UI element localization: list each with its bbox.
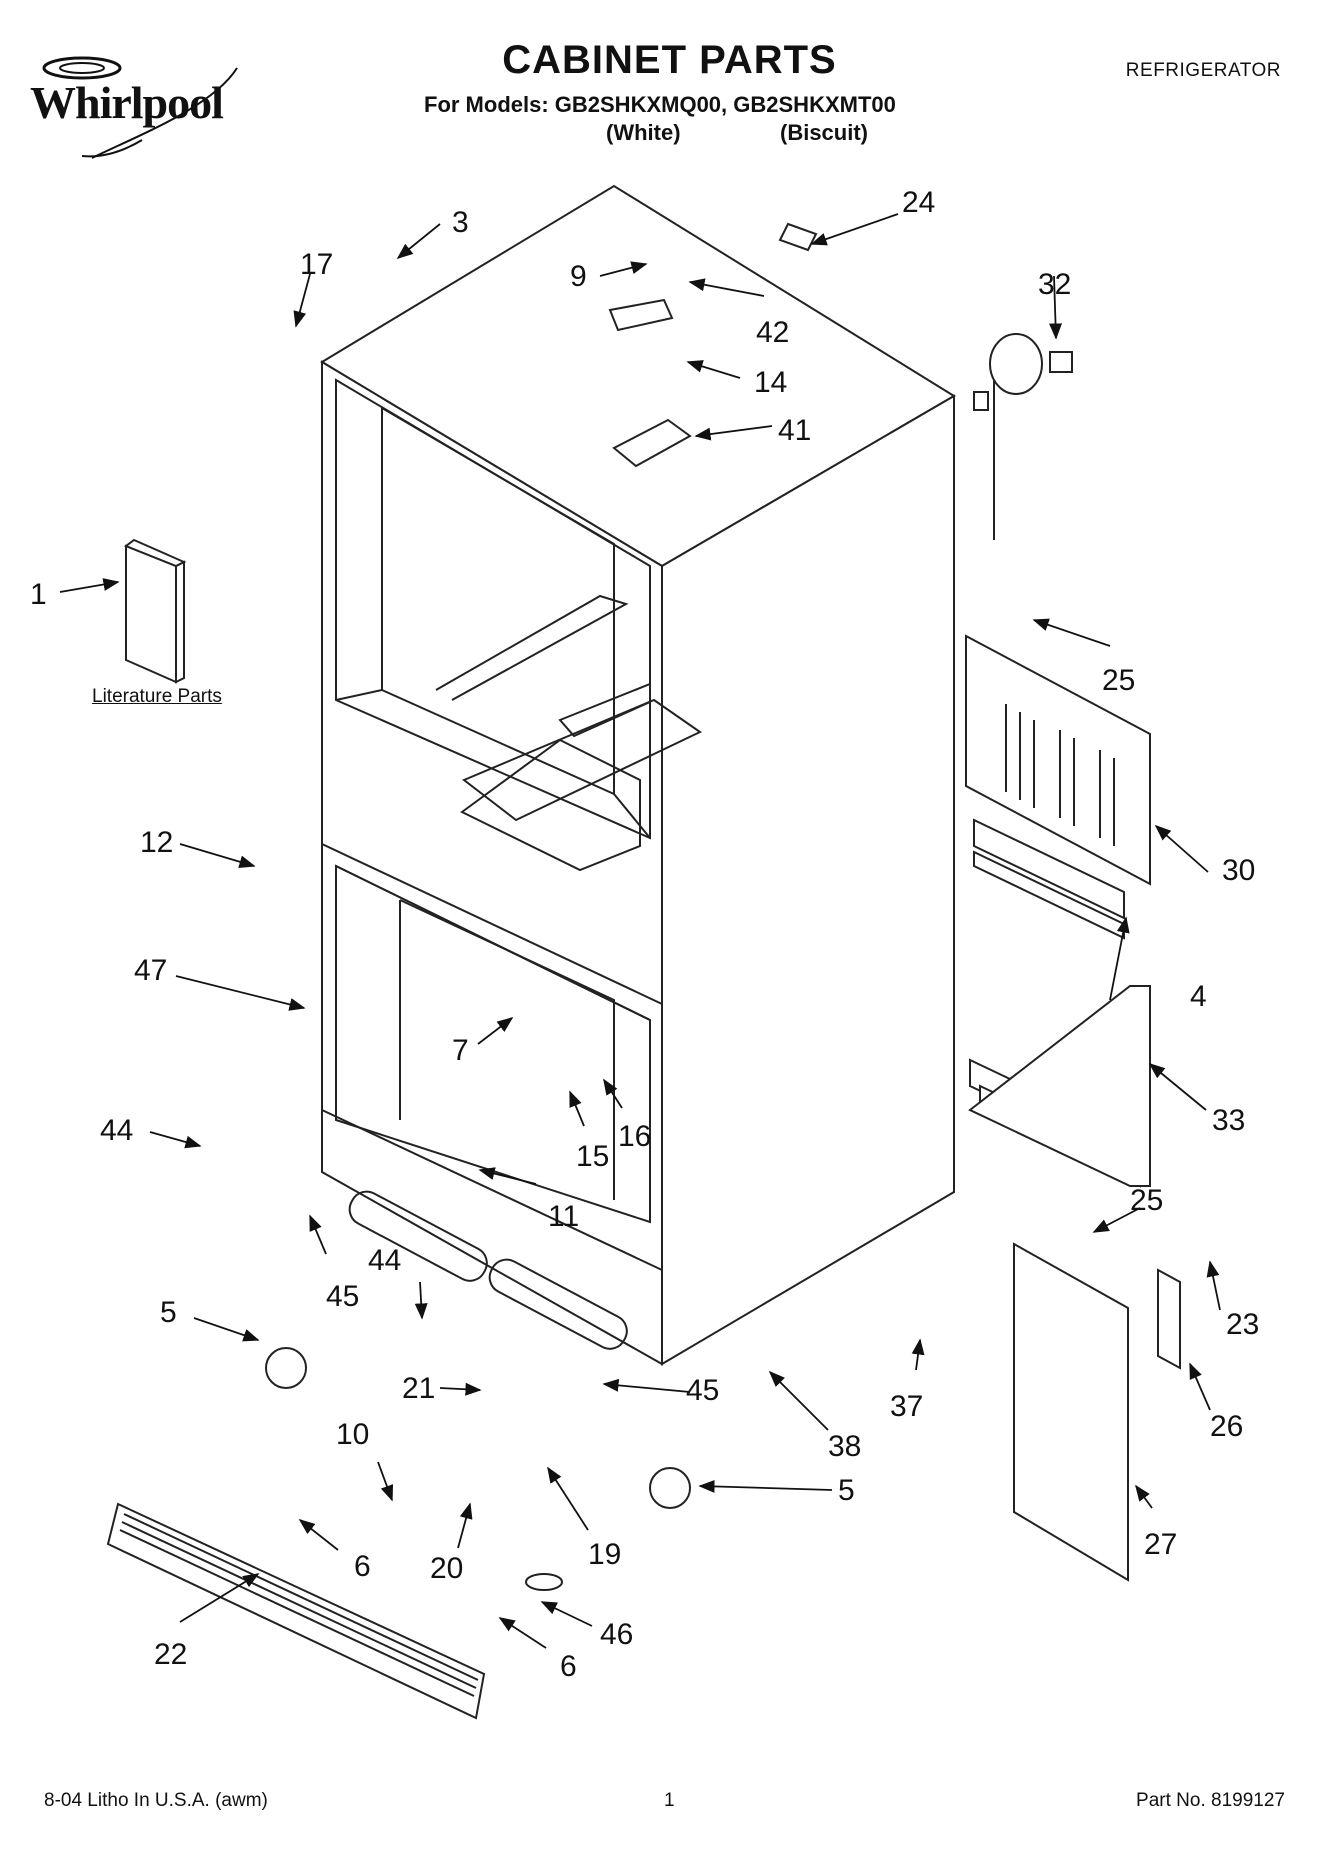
callout-6a: 6: [354, 1550, 371, 1583]
brand-wordmark: Whirlpool: [30, 77, 224, 128]
part-number: Part No. 8199127: [1136, 1790, 1285, 1811]
page-number: 1: [664, 1790, 675, 1811]
callout-45b: 45: [686, 1374, 719, 1407]
callout-1: 1: [30, 578, 47, 611]
callout-7: 7: [452, 1034, 469, 1067]
callout-20: 20: [430, 1552, 463, 1585]
callout-4: 4: [1190, 980, 1207, 1013]
literature-parts-caption: Literature Parts: [92, 686, 222, 707]
callout-25a: 25: [1102, 664, 1135, 697]
callout-11: 11: [548, 1200, 579, 1233]
callout-16: 16: [618, 1120, 651, 1153]
callout-14: 14: [754, 366, 787, 399]
toe-grille: [106, 1502, 486, 1720]
callout-17: 17: [300, 248, 333, 281]
literature-book: [123, 538, 187, 684]
cabinet-outline: [320, 184, 956, 1366]
callout-46: 46: [600, 1618, 633, 1651]
callout-47: 47: [134, 954, 167, 987]
callout-24: 24: [902, 186, 935, 219]
callout-33: 33: [1212, 1104, 1245, 1137]
top-hinge-parts: [608, 222, 818, 468]
callout-22: 22: [154, 1638, 187, 1671]
callout-37: 37: [890, 1390, 923, 1423]
callout-10: 10: [336, 1418, 369, 1451]
callout-19: 19: [588, 1538, 621, 1571]
water-line-coil: [973, 333, 1073, 540]
variant-white: (White): [606, 120, 681, 145]
callout-6b: 6: [560, 1650, 577, 1683]
product-category: REFRIGERATOR: [1125, 60, 1281, 81]
callout-23: 23: [1226, 1308, 1259, 1341]
callout-45a: 45: [326, 1280, 359, 1313]
rollers: [265, 1347, 691, 1591]
callout-15: 15: [576, 1140, 609, 1173]
callout-12: 12: [140, 826, 173, 859]
callout-25b: 25: [1130, 1184, 1163, 1217]
callout-41: 41: [778, 414, 811, 447]
callout-42: 42: [756, 316, 789, 349]
panel-louvers: [1005, 704, 1115, 846]
callout-leaders: [59, 213, 1221, 1649]
variant-biscuit: (Biscuit): [780, 120, 868, 145]
callout-26: 26: [1210, 1410, 1243, 1443]
rear-access-panels: [965, 634, 1151, 1188]
model-numbers: For Models: GB2SHKXMQ00, GB2SHKXMT00: [424, 92, 896, 117]
litho-note: 8-04 Litho In U.S.A. (awm): [44, 1790, 268, 1811]
side-cover-panels: [1013, 1242, 1181, 1582]
whirlpool-logo: [42, 56, 238, 159]
callout-3: 3: [452, 206, 469, 239]
callout-21: 21: [402, 1372, 435, 1405]
callout-44a: 44: [100, 1114, 133, 1147]
callout-30: 30: [1222, 854, 1255, 887]
callout-5b: 5: [838, 1474, 855, 1507]
callout-38: 38: [828, 1430, 861, 1463]
page-title: CABINET PARTS: [502, 38, 837, 82]
callout-27: 27: [1144, 1528, 1177, 1561]
callout-32: 32: [1038, 268, 1071, 301]
callout-5a: 5: [160, 1296, 177, 1329]
callout-numbers: 1 3 4 5 5 6 6 7 9 10 11 12 14 15 16 17 1…: [30, 186, 1259, 1683]
callout-9: 9: [570, 260, 587, 293]
callout-44b: 44: [368, 1244, 401, 1277]
